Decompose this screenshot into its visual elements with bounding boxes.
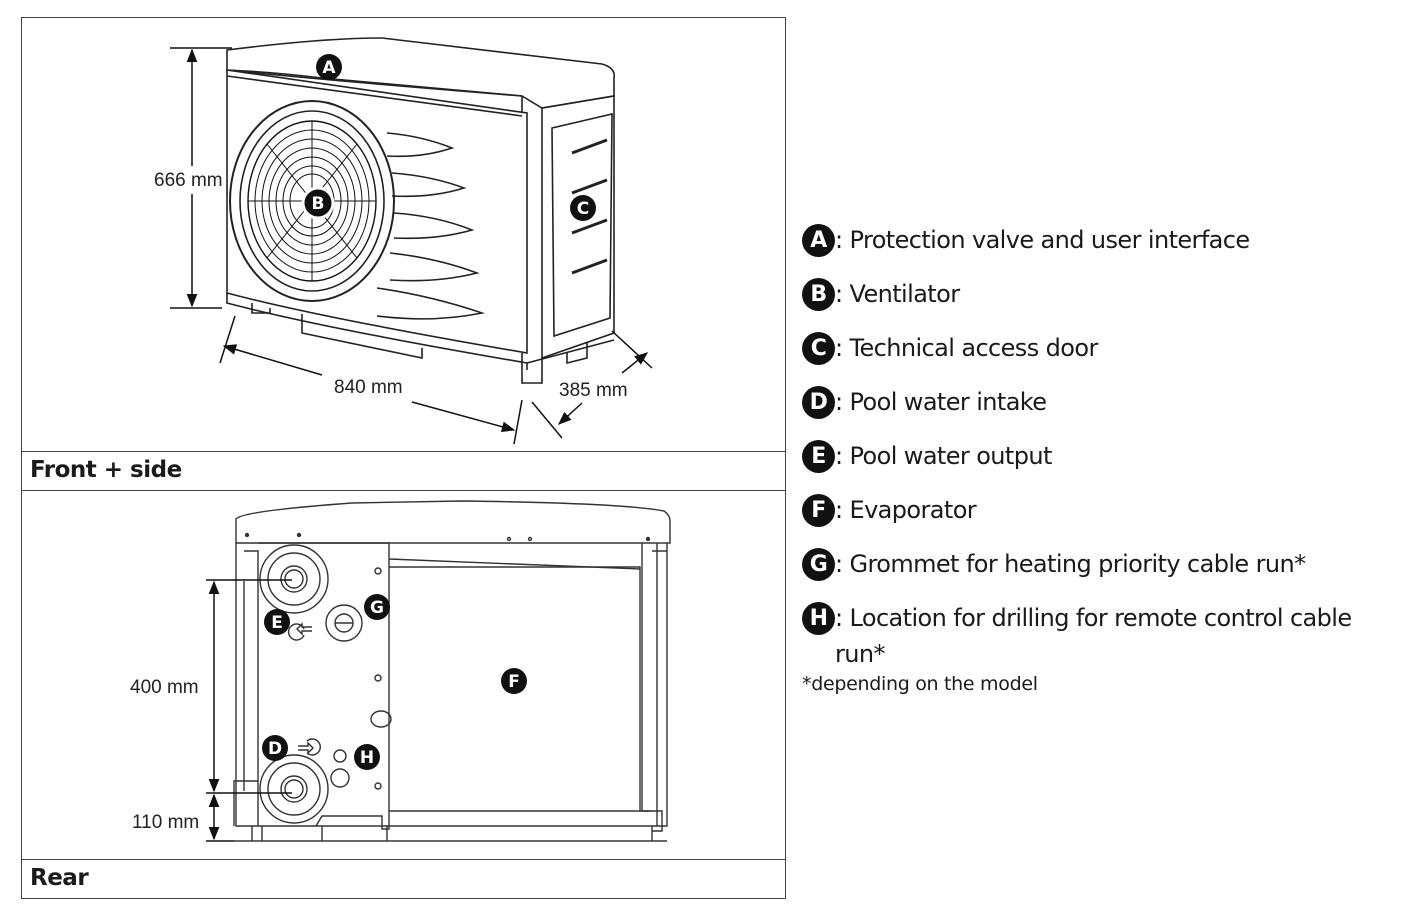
svg-text:E: E [271,613,283,633]
legend-item-f: F : Evaporator [802,492,1402,528]
front-side-view-panel: 666 mm 840 mm 385 mm A B C [21,17,786,491]
marker-f: F [501,668,527,694]
legend-text-b: : Ventilator [835,280,960,308]
legend-badge-e: E [802,440,835,473]
legend-item-e: E : Pool water output [802,438,1402,474]
front-side-caption-text: Front + side [30,457,182,483]
legend-item-d: D : Pool water intake [802,384,1402,420]
rear-caption: Rear [22,859,785,898]
height-dimension-label: 666 mm [154,170,223,191]
rear-dimension-400 [206,579,292,794]
svg-text:H: H [360,748,374,768]
heat-pump-outline [226,37,616,384]
svg-text:F: F [508,672,520,692]
legend-badge-d: D [802,386,835,419]
legend-item-h: H : Location for drilling for remote con… [802,600,1402,672]
marker-b: B [301,186,335,220]
legend-text-e: : Pool water output [835,442,1052,470]
front-side-drawing: 666 mm 840 mm 385 mm A B C [154,37,653,445]
rear-outline [233,500,671,842]
height-dimension [170,47,232,309]
rear-view-panel: 400 mm 110 mm D E F G H Rear [21,490,786,899]
svg-text:A: A [322,58,336,78]
width-dimension-label: 840 mm [334,377,403,398]
legend-item-c: C : Technical access door [802,330,1402,366]
legend-badge-a: A [802,224,835,257]
rear-dimension-110-label: 110 mm [132,812,199,833]
marker-g: G [364,594,390,620]
legend-text-f: : Evaporator [835,496,977,524]
marker-d: D [262,735,288,761]
marker-h: H [354,744,380,770]
legend-footnote: *depending on the model [802,673,1038,695]
front-side-caption: Front + side [22,451,785,490]
legend-badge-g: G [802,548,835,581]
marker-c: C [570,195,596,221]
rear-dimension-110 [206,793,234,842]
svg-text:B: B [312,194,325,214]
legend-text-c: : Technical access door [835,334,1098,362]
rear-caption-text: Rear [30,865,89,891]
legend-text-h: : Location for drilling for remote contr… [835,604,1352,668]
svg-text:D: D [268,739,282,759]
marker-a: A [316,54,342,80]
legend-badge-f: F [802,494,835,527]
component-legend: A : Protection valve and user interface … [802,222,1402,696]
width-dimension [219,315,523,445]
legend-item-a: A : Protection valve and user interface [802,222,1402,258]
legend-item-g: G : Grommet for heating priority cable r… [802,546,1402,582]
depth-dimension-label: 385 mm [559,380,628,401]
legend-text-d: : Pool water intake [835,388,1047,416]
svg-text:C: C [577,199,589,219]
rear-dimension-400-label: 400 mm [130,677,199,698]
depth-dimension [531,330,653,439]
legend-badge-h: H [802,602,835,635]
legend-badge-c: C [802,332,835,365]
legend-text-g: : Grommet for heating priority cable run… [835,550,1306,578]
legend-badge-b: B [802,278,835,311]
svg-text:G: G [370,598,384,618]
marker-e: E [264,609,290,635]
rear-drawing: 400 mm 110 mm D E F G H [130,500,671,842]
legend-text-a: : Protection valve and user interface [835,226,1250,254]
legend-item-b: B : Ventilator [802,276,1402,312]
